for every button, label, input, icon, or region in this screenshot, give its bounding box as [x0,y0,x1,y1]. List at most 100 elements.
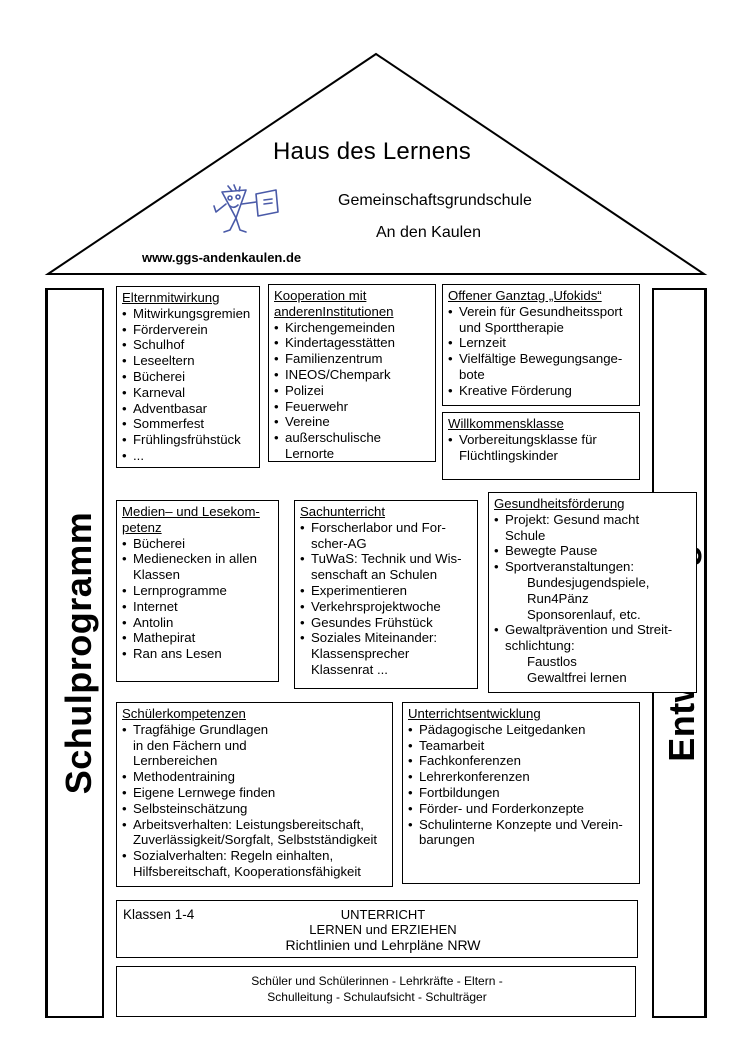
list-item: TuWaS: Technik und Wis-senschaft an Schu… [300,551,472,583]
list-item-line: Projekt: Gesund macht [505,511,640,527]
list-item: Vielfältige Bewegungsange-bote [448,351,634,383]
list-item: Verkehrsprojektwoche [300,599,472,615]
list-item-line: TuWaS: Technik und Wis- [311,551,462,567]
list-item: Bücherei [122,536,273,552]
list-item: INEOS/Chempark [274,367,430,383]
list-item: Kirchengemeinden [274,320,430,336]
box-title-line: Medien– und Lesekom- [122,504,260,519]
list-item: Kindertagesstätten [274,335,430,351]
list-item: Arbeitsverhalten: Leistungsbereitschaft,… [122,817,387,849]
grade-levels: Klassen 1-4 [123,907,195,922]
list-item: Förder- und Forderkonzepte [408,801,634,817]
list-item-line: Gewaltprävention und Streit- [505,622,673,638]
box-schuelerkompetenzen: Schülerkompetenzen Tragfähige Grundlagen… [116,702,393,887]
list-item: Ran ans Lesen [122,646,273,662]
list-item-line: in den Fächern und [133,737,247,753]
list-item-line: Schulinterne Konzepte und Verein- [419,816,623,832]
list-subitem: Faustlos [527,653,577,669]
box-title: Schülerkompetenzen [122,706,246,721]
list-item: Fachkonferenzen [408,753,634,769]
list-item-line: Hilfsbereitschaft, Kooperationsfähigkeit [133,863,361,879]
list-subitem: Gewaltfrei lernen [527,669,627,685]
list-item: Pädagogische Leitgedanken [408,722,634,738]
box-title: Offener Ganztag „Ufokids“ [448,288,602,303]
list-item-line: Vorbereitungsklasse für [459,431,597,447]
list-item: Methodentraining [122,769,387,785]
list-item-line: Lernorte [285,445,335,461]
pillar-left: Schulprogramm [46,288,104,1018]
list-item-line: Soziales Miteinander: [311,630,438,646]
list-item: Experimentieren [300,583,472,599]
box-kooperation: Kooperation mit anderenInstitutionen Kir… [268,284,436,462]
base-line1: Schüler und Schülerinnen - Lehrkräfte - … [251,974,503,988]
list-item: Karneval [122,385,254,401]
list-item: Lehrerkonferenzen [408,769,634,785]
foundation-line1: UNTERRICHT [340,907,426,922]
list-item-line: und Sporttherapie [459,319,564,335]
box-title: Sachunterricht [300,504,386,519]
list-item-line: Arbeitsverhalten: Leistungsbereitschaft, [133,816,364,832]
list-item: Antolin [122,615,273,631]
list-item: Lernprogramme [122,583,273,599]
list-item-line: Klassenrat ... [311,661,388,677]
box-elternmitwirkung: Elternmitwirkung Mitwirkungsgremien Förd… [116,286,260,468]
box-unterrichtsentwicklung: Unterrichtsentwicklung Pädagogische Leit… [402,702,640,884]
list-item: Frühlingsfrühstück [122,432,254,448]
list-item: Mitwirkungsgremien [122,306,254,322]
list-subitem: Run4Pänz [527,590,589,606]
list-item: Teamarbeit [408,738,634,754]
box-medien: Medien– und Lesekom-petenz Bücherei Medi… [116,500,279,682]
list-item-line: Schule [505,527,546,543]
list-item: Sozialverhalten: Regeln einhalten,Hilfsb… [122,848,387,880]
foundation-line3: Richtlinien und Lehrpläne NRW [285,937,481,953]
box-title-line: petenz [122,519,162,535]
list-item: Adventbasar [122,401,254,417]
list-item-line: Klassensprecher [311,646,410,662]
list-item: Internet [122,599,273,615]
list-item-line: Tragfähige Grundlagen [133,721,269,737]
list-item-line: scher-AG [311,535,367,551]
box-title-line: Institutionen [322,303,394,319]
list-item: Sportveranstaltungen:Bundesjugendspiele,… [494,559,691,622]
list-item: Sommerfest [122,416,254,432]
school-name-line2: An den Kaulen [376,224,481,241]
list-item: Feuerwehr [274,399,430,415]
page-title: Haus des Lernens [273,138,471,165]
list-item: Leseeltern [122,353,254,369]
list-item-line: Sportveranstaltungen: [505,559,635,575]
list-item-line: bote [459,366,485,382]
list-item-line: Lernbereichen [133,753,218,769]
list-item-line: schlichtung: [505,638,575,654]
list-item: Soziales Miteinander:KlassensprecherKlas… [300,630,472,677]
mascot-icon [213,184,279,233]
list-item-line: Zuverlässigkeit/Sorgfalt, Selbstständigk… [133,832,378,848]
box-title: Gesundheitsförderung [494,496,625,511]
foundation-unterricht: Klassen 1-4 UNTERRICHT LERNEN und ERZIEH… [116,900,638,958]
foundation-base: Schüler und Schülerinnen - Lehrkräfte - … [116,966,636,1017]
base-line2: Schulleitung - Schulaufsicht - Schulträg… [267,990,487,1004]
list-item-line: Medienecken in allen [133,551,257,567]
list-item-line: Vielfältige Bewegungsange- [459,351,623,367]
box-willkommensklasse: Willkommensklasse Vorbereitungsklasse fü… [442,412,640,480]
box-title: Elternmitwirkung [122,290,220,305]
list-item-line: Forscherlabor und For- [311,519,446,535]
box-gesundheit: Gesundheitsförderung Projekt: Gesund mac… [488,492,697,693]
list-item: Selbsteinschätzung [122,801,387,817]
list-item-line: außerschulische [285,430,382,446]
website-url[interactable]: www.ggs-andenkaulen.de [142,250,302,265]
list-item: Polizei [274,383,430,399]
list-item-line: Klassen [133,567,180,583]
list-item: Förderverein [122,322,254,338]
list-item: Eigene Lernwege finden [122,785,387,801]
list-item: Familienzentrum [274,351,430,367]
list-item: Mathepirat [122,630,273,646]
list-item: Fortbildungen [408,785,634,801]
foundation-line2: LERNEN und ERZIEHEN [309,922,457,937]
list-subitem: Sponsorenlauf, etc. [527,606,641,622]
list-item: Forscherlabor und For-scher-AG [300,520,472,552]
